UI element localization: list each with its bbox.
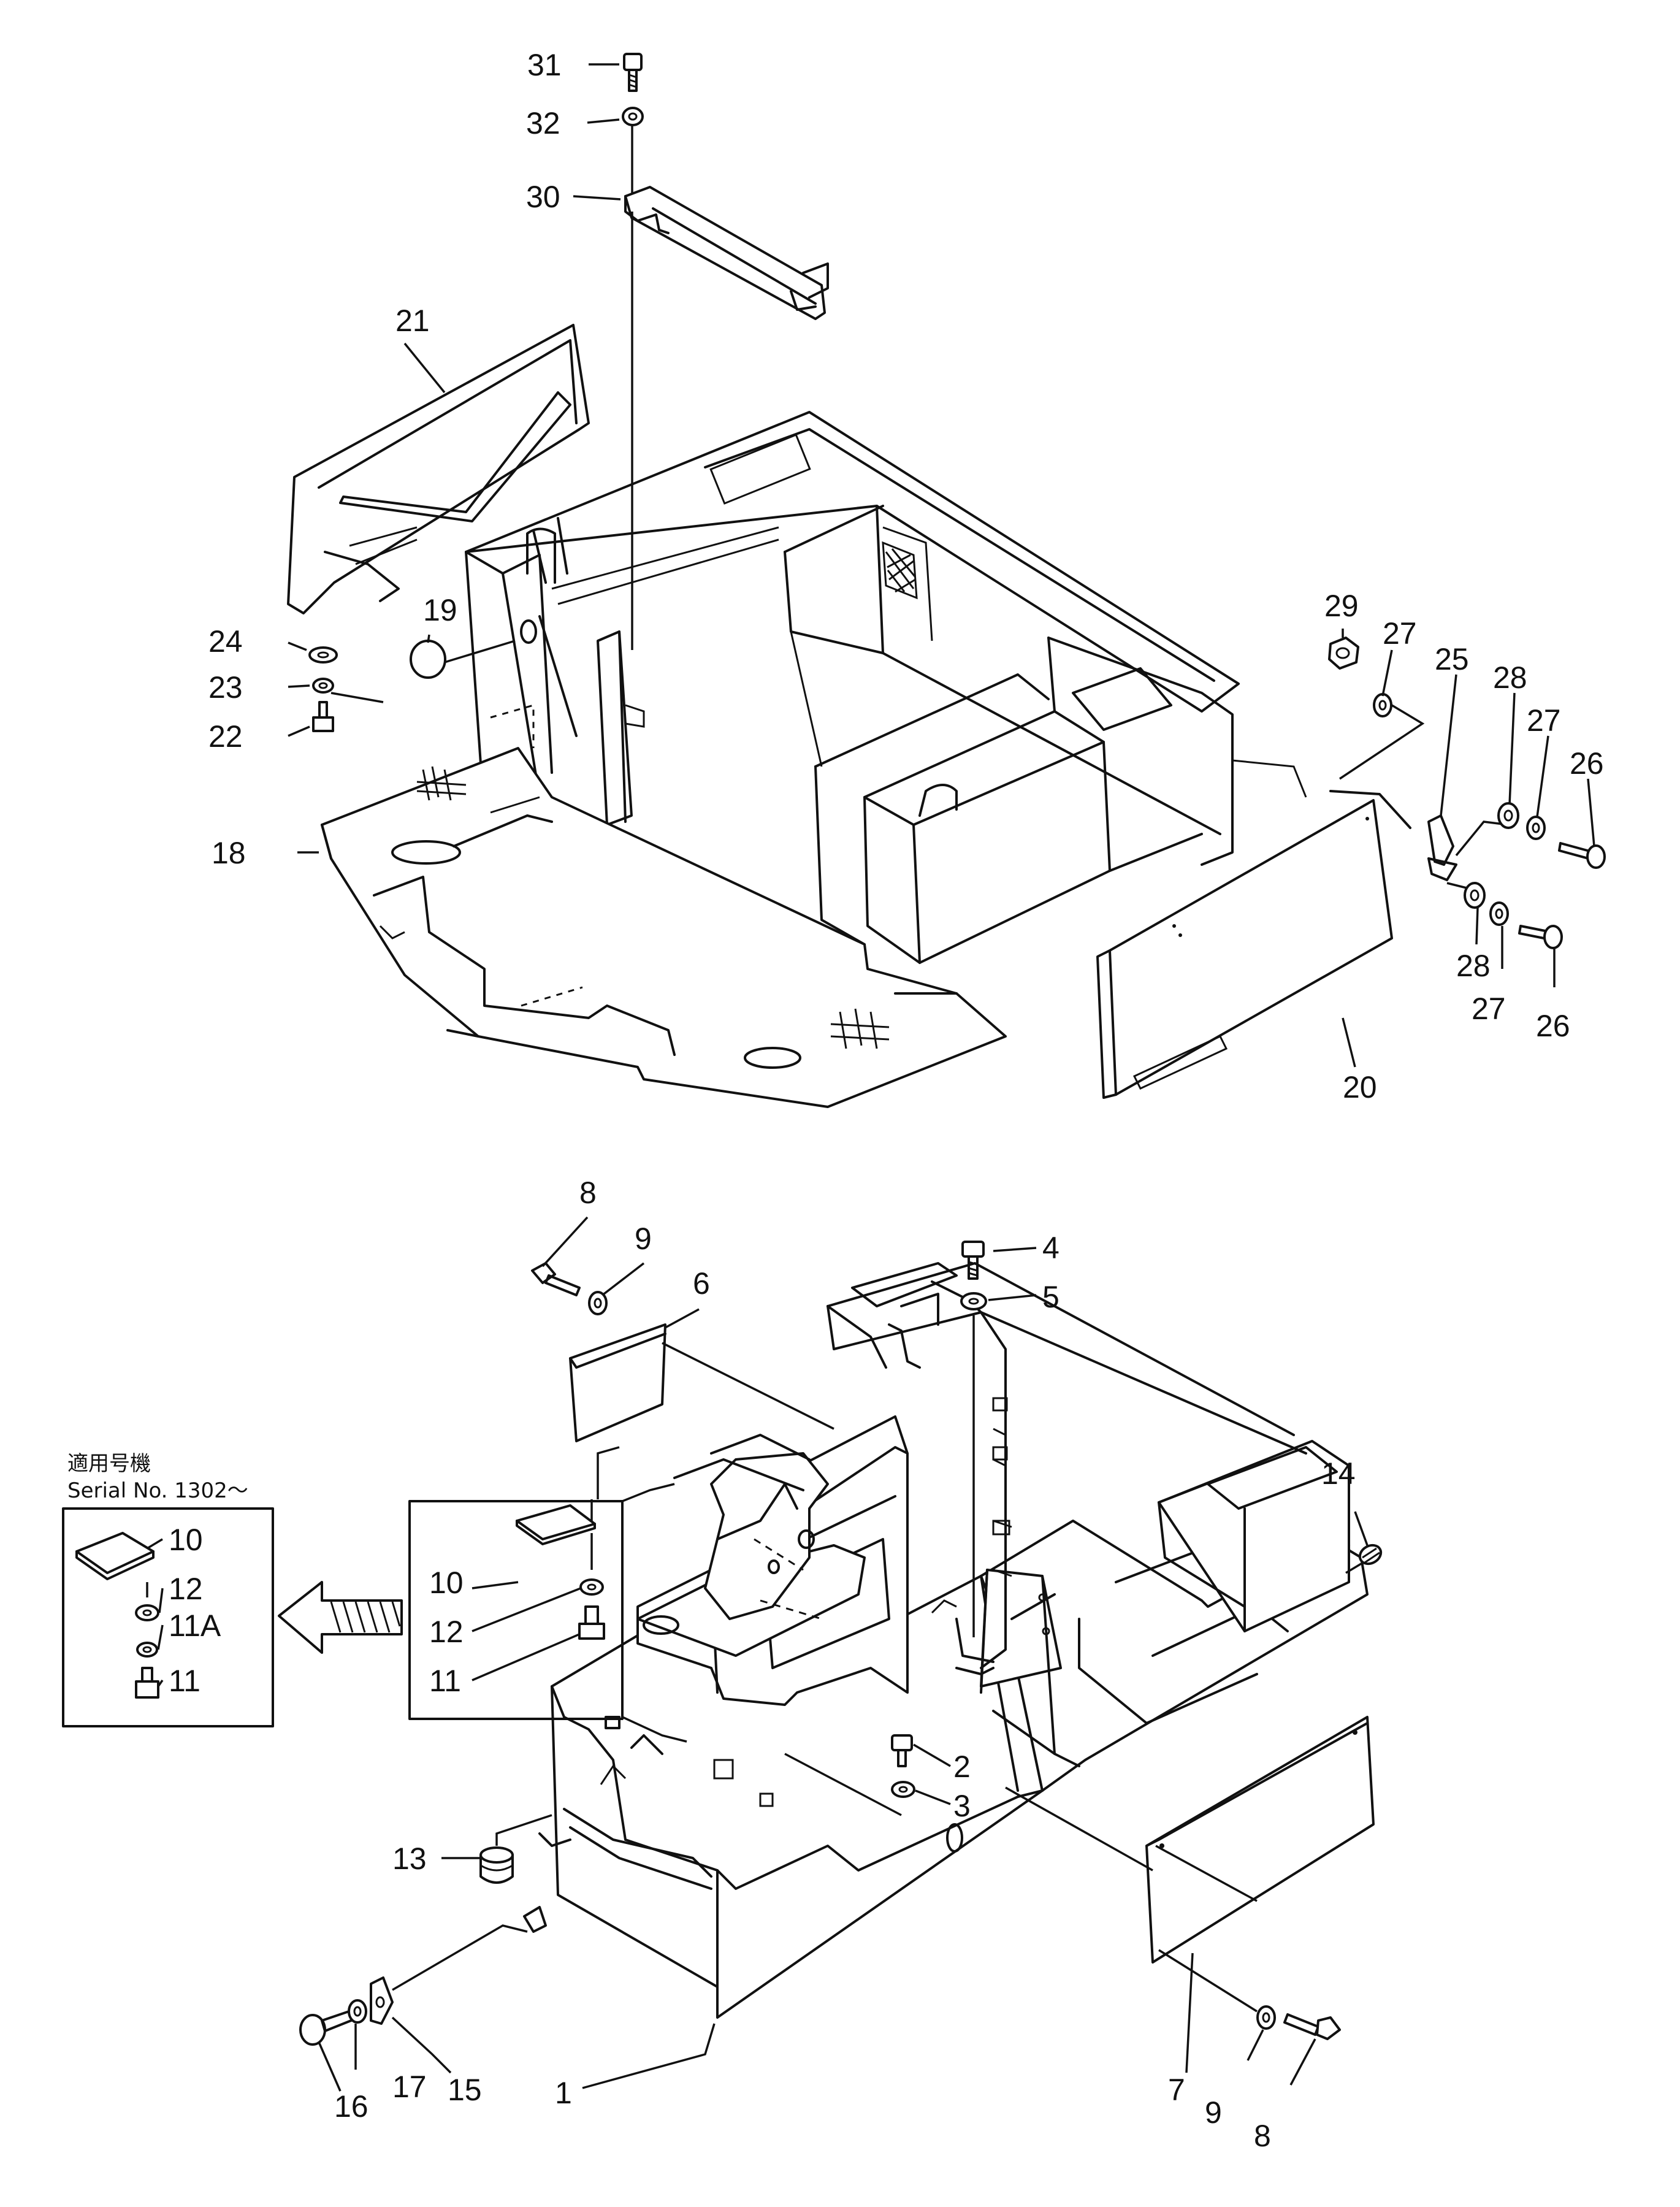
side-panel-21 bbox=[287, 324, 590, 614]
callout-28a: 28 bbox=[1493, 660, 1527, 695]
callout-21: 21 bbox=[395, 304, 430, 338]
bolt-2-icon bbox=[891, 1734, 913, 1767]
callout-23: 23 bbox=[208, 670, 243, 705]
callout-11a: 11 bbox=[429, 1664, 461, 1698]
washer-27a-icon bbox=[1373, 693, 1392, 717]
callout-27a: 27 bbox=[1383, 616, 1417, 651]
callout-5: 5 bbox=[1042, 1280, 1060, 1314]
washer-27c-icon bbox=[1489, 901, 1509, 926]
floor-plate bbox=[321, 747, 1007, 1108]
callout-7: 7 bbox=[1168, 2073, 1185, 2107]
washer-9a-icon bbox=[588, 1291, 608, 1315]
bolt-8b-icon bbox=[1283, 2013, 1341, 2040]
callout-9a: 9 bbox=[635, 1222, 652, 1256]
washer-3-icon bbox=[891, 1781, 915, 1798]
callout-22: 22 bbox=[208, 719, 243, 754]
inset-box-serial-variant: 適用号機 Serial No. 1302～ bbox=[62, 1452, 274, 1727]
washer-5-icon bbox=[960, 1292, 987, 1310]
callout-12b: 12 bbox=[169, 1572, 203, 1606]
callout-8a: 8 bbox=[579, 1176, 597, 1210]
callout-14: 14 bbox=[1321, 1456, 1356, 1491]
washer-24-icon bbox=[308, 646, 338, 664]
mesh-window bbox=[882, 541, 918, 600]
callout-32: 32 bbox=[526, 106, 560, 140]
callout-10a: 10 bbox=[429, 1566, 464, 1600]
callout-28b: 28 bbox=[1456, 949, 1491, 983]
callout-26b: 26 bbox=[1536, 1009, 1570, 1043]
bolt-8a-icon bbox=[531, 1262, 581, 1296]
grommet-14-icon bbox=[1345, 1543, 1383, 1574]
callout-29: 29 bbox=[1324, 589, 1359, 623]
spring-washer-23-icon bbox=[312, 678, 334, 694]
bolt-26b-icon bbox=[1518, 925, 1563, 949]
bracket-30 bbox=[624, 186, 829, 320]
clip-15-icon bbox=[370, 1976, 394, 2025]
lower-assembly bbox=[538, 1262, 1369, 2019]
washer-28a-icon bbox=[1497, 802, 1519, 829]
note-applicable-models: 適用号機 bbox=[67, 1452, 151, 1476]
callout-26a: 26 bbox=[1570, 746, 1604, 781]
callout-24: 24 bbox=[208, 624, 243, 659]
washer-32-icon bbox=[622, 107, 644, 126]
bolt-31-icon bbox=[623, 53, 643, 92]
callout-31: 31 bbox=[527, 48, 562, 82]
callout-27c: 27 bbox=[1472, 992, 1506, 1026]
callout-15: 15 bbox=[448, 2073, 482, 2107]
callout-18: 18 bbox=[212, 836, 246, 870]
washer-27b-icon bbox=[1526, 816, 1546, 840]
callout-12a: 12 bbox=[429, 1615, 464, 1649]
callout-10b: 10 bbox=[169, 1523, 203, 1557]
callout-8b: 8 bbox=[1254, 2119, 1271, 2153]
rear-panel-20 bbox=[1096, 799, 1393, 1099]
callout-25: 25 bbox=[1435, 642, 1469, 676]
inset-box-current bbox=[408, 1446, 687, 1743]
callout-20: 20 bbox=[1343, 1070, 1377, 1104]
note-serial-number: Serial No. 1302～ bbox=[67, 1478, 248, 1503]
callout-27b: 27 bbox=[1527, 703, 1561, 738]
bolt-4-icon bbox=[961, 1241, 985, 1280]
callout-11A: 11A bbox=[169, 1608, 221, 1643]
leader-lines bbox=[147, 63, 1595, 2092]
callout-2: 2 bbox=[953, 1750, 971, 1784]
rear-cover-7 bbox=[1005, 1716, 1375, 1964]
callout-16: 16 bbox=[334, 2089, 368, 2124]
nut-29-icon bbox=[1328, 637, 1359, 670]
callout-17: 17 bbox=[392, 2070, 427, 2104]
washer-28b-icon bbox=[1464, 882, 1486, 909]
plate-6 bbox=[569, 1323, 834, 1442]
grommet-19 bbox=[410, 619, 537, 679]
clip-25-icon bbox=[1427, 814, 1457, 881]
callout-11b: 11 bbox=[169, 1664, 200, 1698]
callout-3: 3 bbox=[953, 1789, 971, 1823]
bolt-22-icon bbox=[312, 701, 334, 732]
bolt-26a-icon bbox=[1558, 842, 1606, 869]
mount-13-icon bbox=[479, 1814, 552, 1884]
bolt-16-icon bbox=[299, 2009, 357, 2046]
washer-17-icon bbox=[348, 1999, 367, 2024]
callout-13: 13 bbox=[392, 1842, 427, 1876]
callout-19: 19 bbox=[423, 593, 457, 627]
callout-6: 6 bbox=[693, 1266, 710, 1301]
washer-9b-icon bbox=[1256, 2005, 1276, 2030]
upper-assembly bbox=[321, 411, 1411, 1108]
callout-30: 30 bbox=[526, 180, 560, 214]
callout-4: 4 bbox=[1042, 1231, 1060, 1265]
callout-1: 1 bbox=[555, 2076, 572, 2110]
callout-9b: 9 bbox=[1205, 2095, 1222, 2130]
callout-labels: 31 32 30 21 19 24 23 22 18 29 27 25 28 2… bbox=[169, 48, 1604, 2153]
arrow-left-icon bbox=[278, 1581, 403, 1654]
